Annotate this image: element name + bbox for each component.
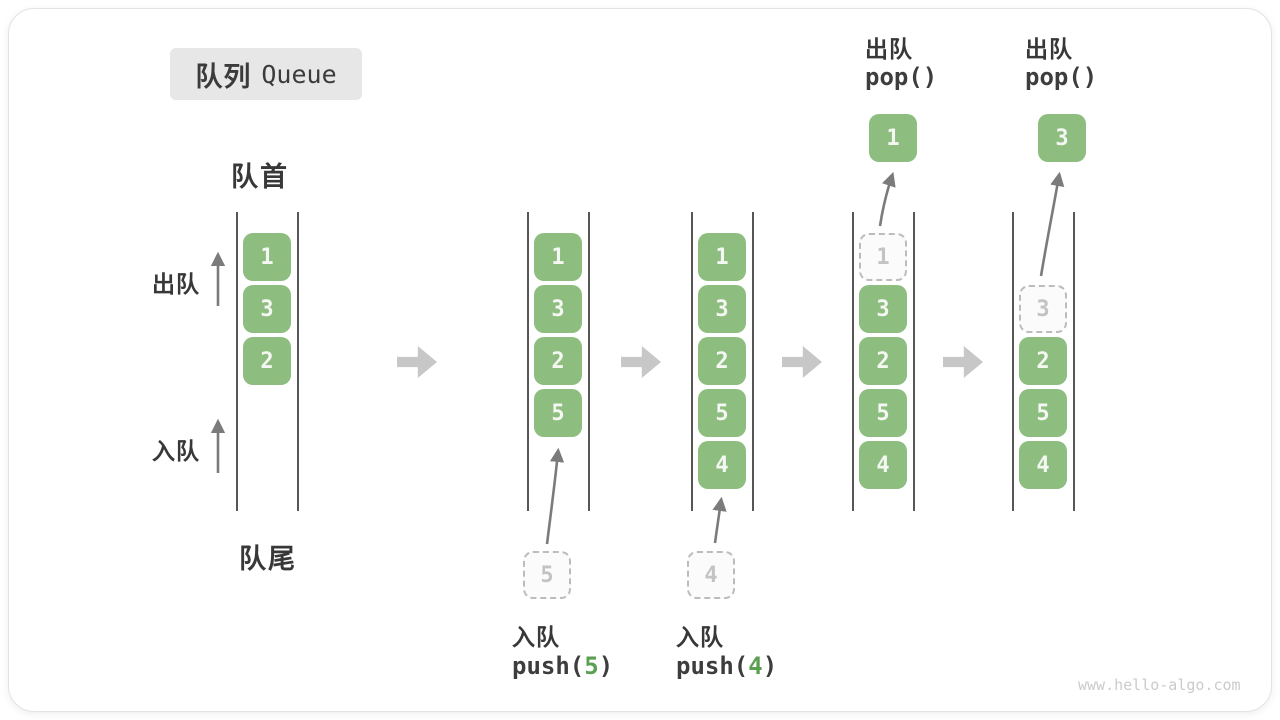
queue-element-1: 1 (243, 233, 291, 281)
op-label-zh: 出队 (1025, 36, 1073, 62)
container-right-line (297, 212, 299, 511)
queue-element-2: 2 (698, 337, 746, 385)
label-queue-front: 队首 (231, 162, 289, 192)
label-queue-rear: 队尾 (239, 544, 297, 574)
queue-element-4: 4 (859, 441, 907, 489)
op-label-zh: 入队 (512, 624, 560, 650)
title-en: Queue (261, 59, 337, 89)
queue-element-2: 2 (1019, 337, 1067, 385)
queue-element-4: 4 (698, 441, 746, 489)
label-dequeue-side: 出队 (152, 271, 200, 297)
container-left-line (1012, 212, 1014, 511)
queue-element-5: 5 (534, 389, 582, 437)
queue-element-3: 3 (243, 285, 291, 333)
queue-element-5: 5 (859, 389, 907, 437)
container-right-line (752, 212, 754, 511)
queue-element-3: 3 (859, 285, 907, 333)
removed-element-3: 3 (1019, 285, 1067, 333)
container-right-line (588, 212, 590, 511)
popped-element-1: 1 (869, 114, 917, 162)
title-box: 队列 Queue (170, 48, 362, 100)
queue-element-2: 2 (243, 337, 291, 385)
container-left-line (852, 212, 854, 511)
label-enqueue-side: 入队 (152, 438, 200, 464)
queue-element-2: 2 (534, 337, 582, 385)
container-left-line (691, 212, 693, 511)
queue-element-5: 5 (698, 389, 746, 437)
title-zh: 队列 (195, 61, 252, 92)
op-label-zh: 出队 (865, 36, 913, 62)
queue-element-4: 4 (1019, 441, 1067, 489)
incoming-element-5: 5 (523, 551, 571, 599)
op-label-code: push(4) (676, 652, 778, 680)
watermark: www.hello-algo.com (1078, 676, 1241, 694)
removed-element-1: 1 (859, 233, 907, 281)
op-label-code: pop() (865, 63, 938, 91)
queue-element-5: 5 (1019, 389, 1067, 437)
op-label-code: pop() (1025, 63, 1098, 91)
incoming-element-4: 4 (687, 551, 735, 599)
queue-element-3: 3 (698, 285, 746, 333)
op-label-zh: 入队 (676, 624, 724, 650)
popped-element-3: 3 (1038, 114, 1086, 162)
queue-element-2: 2 (859, 337, 907, 385)
container-right-line (1073, 212, 1075, 511)
queue-element-1: 1 (534, 233, 582, 281)
queue-element-3: 3 (534, 285, 582, 333)
container-left-line (236, 212, 238, 511)
container-right-line (913, 212, 915, 511)
container-left-line (527, 212, 529, 511)
queue-element-1: 1 (698, 233, 746, 281)
op-label-code: push(5) (512, 652, 614, 680)
